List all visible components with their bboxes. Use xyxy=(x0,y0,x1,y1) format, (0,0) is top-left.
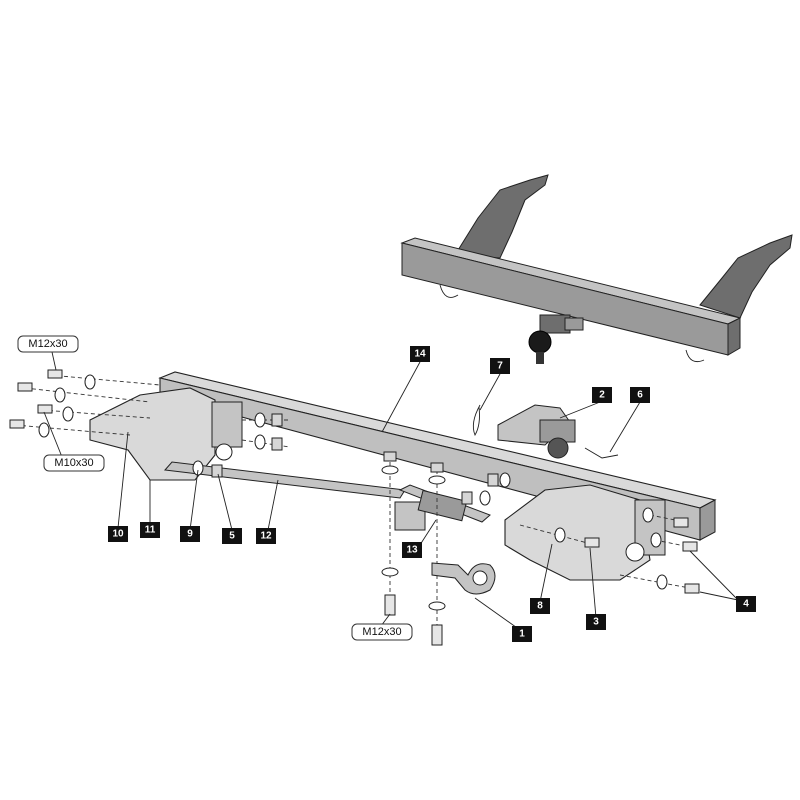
callout-10 xyxy=(108,526,128,542)
r-clip-icon xyxy=(472,404,481,436)
callout-label-10: 10 xyxy=(112,529,124,540)
callout-label-14: 14 xyxy=(414,349,426,360)
frame-beam-end xyxy=(699,499,716,541)
callout-4 xyxy=(736,596,756,612)
callout-8 xyxy=(530,598,550,614)
callout-5 xyxy=(222,528,242,544)
assembled-receiver xyxy=(564,317,584,331)
nut-icon xyxy=(487,473,499,487)
callout-label-1: 1 xyxy=(519,629,525,640)
washer-icon xyxy=(642,507,654,523)
callout-13 xyxy=(402,542,422,558)
washer-icon xyxy=(254,412,266,428)
washer-icon xyxy=(84,374,96,390)
bolt-icon xyxy=(384,594,396,616)
washer-icon xyxy=(650,532,662,548)
assembled-right-bracket xyxy=(699,234,793,319)
callout-1 xyxy=(512,626,532,642)
callout-12 xyxy=(256,528,276,544)
callout-label-9: 9 xyxy=(187,529,193,540)
spec-text-mid-left: M10x30 xyxy=(54,457,93,469)
callout-2 xyxy=(592,387,612,403)
callout-label-12: 12 xyxy=(260,531,272,542)
callout-label-11: 11 xyxy=(145,525,156,536)
right-plate-hole xyxy=(625,542,645,562)
main-frame xyxy=(89,371,717,581)
washer-icon xyxy=(38,422,50,438)
callout-label-5: 5 xyxy=(229,531,235,542)
center-hardware xyxy=(381,451,511,646)
loose-parts xyxy=(431,404,619,595)
nut-icon xyxy=(271,437,283,451)
center-bracket xyxy=(417,489,468,522)
callout-label-6: 6 xyxy=(637,390,643,401)
hitch-pin-icon xyxy=(584,447,619,459)
assembled-right-loop xyxy=(685,349,705,363)
washer-icon xyxy=(381,465,399,475)
callout-7 xyxy=(490,358,510,374)
nut-icon xyxy=(383,451,397,462)
nut-icon xyxy=(211,464,223,478)
spec-tag-bottom-center xyxy=(351,623,413,641)
spec-text-top-left: M12x30 xyxy=(28,338,67,350)
tow-ball-icon xyxy=(547,437,569,459)
bolt-icon xyxy=(17,382,33,392)
callout-3 xyxy=(586,614,606,630)
assembled-towbar xyxy=(400,174,793,364)
washer-icon xyxy=(656,574,668,590)
callout-label-2: 2 xyxy=(599,390,605,401)
assembled-tow-ball xyxy=(528,330,552,354)
left-hardware xyxy=(9,369,291,478)
spec-text-bottom-center: M12x30 xyxy=(362,626,401,638)
nut-icon xyxy=(271,413,283,427)
washer-icon xyxy=(62,406,74,422)
bolt-icon xyxy=(684,583,700,594)
washer-icon xyxy=(499,472,511,488)
callout-label-3: 3 xyxy=(593,617,599,628)
washer-icon xyxy=(554,527,566,543)
callout-label-7: 7 xyxy=(497,361,503,372)
spec-tag-mid-left xyxy=(43,454,105,472)
washer-icon xyxy=(428,475,446,485)
assembled-crossbar-end xyxy=(727,317,741,356)
assembled-left-bracket xyxy=(454,174,549,259)
bolt-icon xyxy=(431,624,443,646)
assembled-left-loop xyxy=(439,284,459,298)
nut-icon xyxy=(430,462,444,473)
washer-icon xyxy=(381,567,399,577)
callout-14 xyxy=(410,346,430,362)
spec-tag-top-left xyxy=(17,335,79,353)
right-side-plate xyxy=(504,484,651,581)
bolt-icon xyxy=(37,404,53,414)
callout-label-4: 4 xyxy=(743,599,749,610)
callout-label-13: 13 xyxy=(406,545,418,556)
assembled-ball-stem xyxy=(536,352,544,364)
nut-icon xyxy=(461,491,473,505)
washer-icon xyxy=(54,387,66,403)
left-plate-hole xyxy=(215,443,233,461)
washer-icon xyxy=(479,490,491,506)
bolt-icon xyxy=(682,541,698,552)
socket-hole xyxy=(472,570,488,586)
assembled-crossbar-front xyxy=(401,242,729,356)
bolt-icon xyxy=(584,537,600,548)
left-mount-bracket xyxy=(211,401,243,448)
washer-icon xyxy=(428,601,446,611)
bolt-spec-tags: M12x30 M10x30 M12x30 xyxy=(17,335,413,641)
callout-label-8: 8 xyxy=(537,601,543,612)
washer-icon xyxy=(254,434,266,450)
callout-6 xyxy=(630,387,650,403)
bolt-icon xyxy=(673,517,689,528)
callout-11 xyxy=(140,522,160,538)
washer-icon xyxy=(192,460,204,476)
right-hardware xyxy=(519,507,701,594)
bolt-icon xyxy=(47,369,63,379)
bolt-icon xyxy=(9,419,25,429)
callout-9 xyxy=(180,526,200,542)
part-callouts: 14 7 2 6 10 11 9 5 12 13 1 8 3 4 xyxy=(108,346,756,642)
